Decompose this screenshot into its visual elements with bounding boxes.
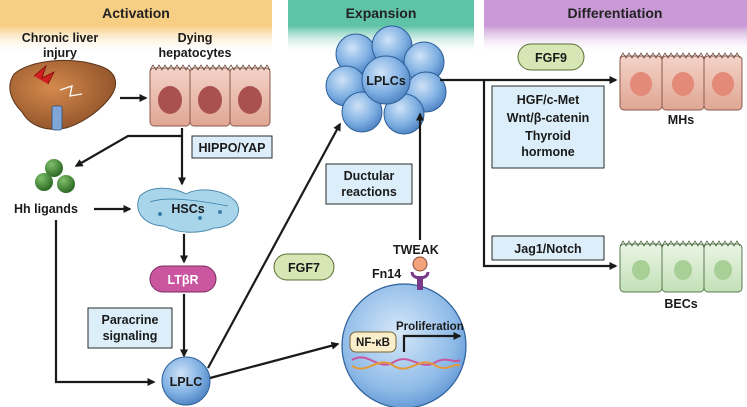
tweak-label: TWEAK	[393, 243, 439, 257]
arrow-lplc-to-lplcs	[207, 122, 341, 369]
becs-label: BECs	[664, 297, 697, 311]
hscs-label: HSCs	[171, 202, 204, 216]
jag1-notch-box	[491, 235, 605, 261]
chronic-liver-injury-label-2: injury	[43, 46, 77, 60]
fgf9-pill	[517, 43, 585, 71]
activation-header: Activation	[0, 0, 272, 54]
dying-hepatocytes-cells	[149, 64, 271, 127]
mhs-label: MHs	[668, 113, 694, 127]
hscs-cells	[137, 187, 239, 233]
arrow-lplc-to-nucleus	[209, 341, 340, 380]
fn14-label: Fn14	[372, 267, 401, 281]
chronic-liver-injury-label-1: Chronic liver	[22, 31, 99, 45]
mh-factor-1: HGF/c-Met	[517, 93, 580, 107]
dying-hepatocytes-label-1: Dying	[178, 31, 213, 45]
ductular-reactions-label-1: Ductular	[344, 169, 395, 183]
lplc-cell	[161, 356, 211, 406]
arrow-hh-to-lplc	[54, 220, 156, 386]
mhs-cells	[619, 52, 743, 111]
tweak-fn14-receptor	[410, 256, 430, 290]
hh-ligand-spheres	[35, 159, 75, 193]
differentiation-title: Differentiation	[568, 5, 663, 21]
ltbr-pill	[149, 265, 217, 293]
mh-factor-4: hormone	[521, 145, 575, 159]
injury-bolt-icon	[33, 64, 55, 85]
arrow-proliferation	[402, 332, 462, 352]
hh-ligands-label: Hh ligands	[14, 202, 78, 216]
hippo-yap-label: HIPPO/YAP	[199, 141, 266, 155]
mh-factor-2: Wnt/β-catenin	[507, 111, 590, 125]
arrow-hepatocytes-to-hh-ligands	[74, 134, 182, 167]
proliferation-label: Proliferation	[396, 321, 464, 333]
lplcs-cluster	[325, 25, 447, 135]
nfkb-label: NF-κB	[356, 337, 390, 349]
expansion-title: Expansion	[346, 5, 417, 21]
becs-cells	[619, 240, 743, 293]
dna-strand-2	[351, 361, 461, 370]
fgf9-label: FGF9	[535, 51, 567, 65]
nfkb-pill	[349, 331, 397, 353]
lplc-label: LPLC	[170, 375, 203, 389]
paracrine-signaling-label-1: Paracrine	[102, 313, 159, 327]
fgf7-label: FGF7	[288, 261, 320, 275]
ductular-reactions-box	[325, 163, 413, 205]
arrow-lplcs-to-becs	[482, 80, 618, 270]
activation-title: Activation	[102, 5, 170, 21]
differentiation-header: Differentiation	[484, 0, 747, 54]
fgf7-pill	[273, 253, 335, 281]
dna-strand	[351, 356, 461, 366]
ductular-reactions-label-2: reactions	[341, 185, 397, 199]
hippo-yap-box	[191, 135, 273, 159]
mh-factors-box	[491, 85, 605, 169]
paracrine-signaling-box	[87, 307, 173, 349]
lplcs-label: LPLCs	[366, 74, 406, 88]
paracrine-signaling-label-2: signaling	[103, 329, 158, 343]
mh-factor-3: Thyroid	[525, 129, 571, 143]
ltbr-label: LTβR	[168, 273, 199, 287]
dying-hepatocytes-label-2: hepatocytes	[159, 46, 232, 60]
jag1-notch-label: Jag1/Notch	[514, 242, 581, 256]
liver-illustration	[9, 59, 116, 131]
